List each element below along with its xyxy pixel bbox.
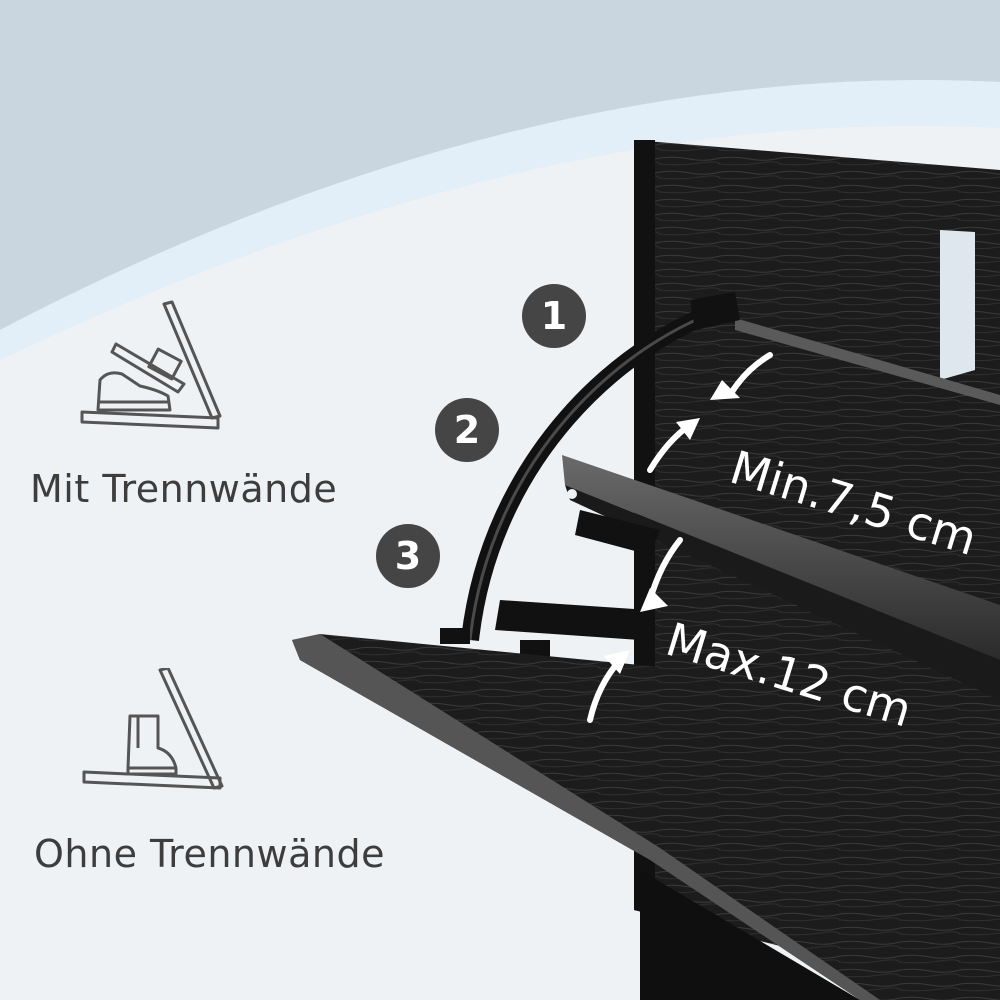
arrow-heads (604, 380, 740, 674)
without-dividers-label: Ohne Trennwände (34, 832, 385, 876)
upper-shelf (735, 318, 1000, 470)
hinge-bracket (440, 292, 740, 658)
step-badge-2: 2 (435, 398, 499, 462)
with-dividers-label: Mit Trennwände (30, 467, 338, 511)
step-badge-3: 3 (376, 524, 440, 588)
middle-shelf (562, 455, 1000, 660)
background-top-band (0, 0, 1000, 330)
background-wave (0, 80, 1000, 360)
drawer-flap (292, 634, 1000, 1000)
step-badge-1: 1 (522, 284, 586, 348)
boot-shelf-icon (82, 668, 224, 790)
sneaker-shelf-icon (80, 300, 222, 430)
